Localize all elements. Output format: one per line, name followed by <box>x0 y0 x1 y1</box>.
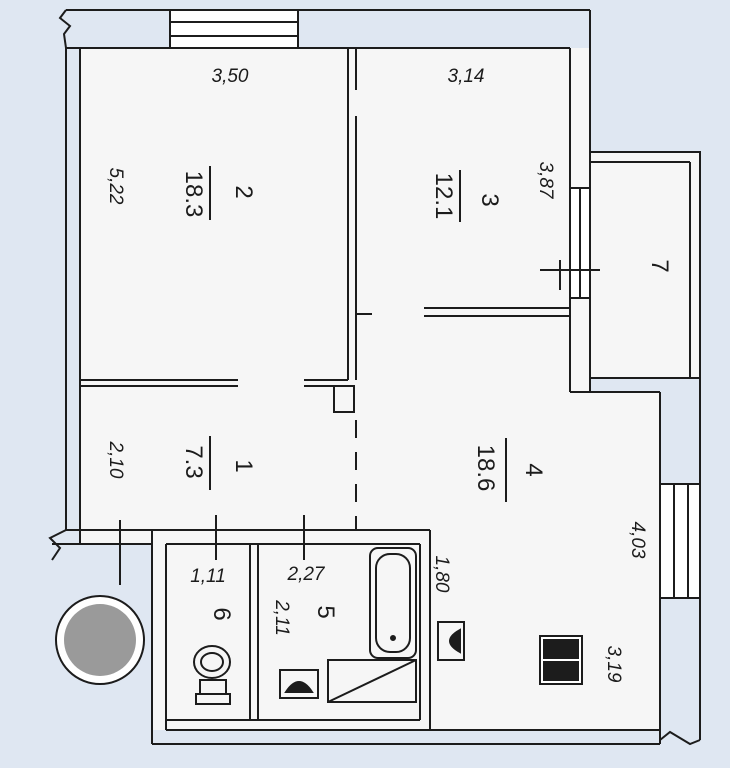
room-2-number: 2 <box>230 185 257 198</box>
balcony <box>589 151 701 379</box>
room-6-number: 6 <box>208 607 235 620</box>
room-3-area: 12.1 <box>430 173 457 220</box>
room-6-dimension: 1,11 <box>190 566 226 587</box>
sink-icon <box>279 669 319 699</box>
room-4-number: 4 <box>520 463 547 476</box>
room-3-length: 3,87 <box>535 162 556 200</box>
kitchen-sink-icon <box>437 621 465 661</box>
room-5-side: 1,80 <box>431 556 452 593</box>
window-room4 <box>659 483 701 599</box>
room-2-area: 18.3 <box>180 171 207 218</box>
room-2-length: 5,22 <box>105 168 126 205</box>
room-1-dimension: 2,10 <box>105 441 126 479</box>
room-4-area: 18.6 <box>472 445 499 492</box>
stove-icon <box>539 635 583 685</box>
shower-tray-icon <box>327 659 417 703</box>
room-4-width: 3,19 <box>603 646 624 683</box>
room-7-number: 7 <box>646 259 673 272</box>
toilet-icon <box>193 645 231 705</box>
window-top <box>169 9 299 49</box>
room-4-length: 4,03 <box>627 522 648 559</box>
room-1-number: 1 <box>230 459 257 472</box>
room-3-width: 3,14 <box>448 66 485 87</box>
tick-marks <box>119 260 600 585</box>
room-5-number: 5 <box>312 605 339 618</box>
floor-fill <box>80 48 700 730</box>
bathtub-icon <box>369 547 417 659</box>
room-5-length: 2,11 <box>271 599 292 636</box>
room-3-number: 3 <box>476 193 503 206</box>
room-5-width: 2,27 <box>287 564 326 585</box>
room-1-area: 7.3 <box>180 445 207 478</box>
room-2-width: 3,50 <box>212 66 249 87</box>
walls <box>48 9 701 746</box>
tree-icon <box>55 595 145 685</box>
